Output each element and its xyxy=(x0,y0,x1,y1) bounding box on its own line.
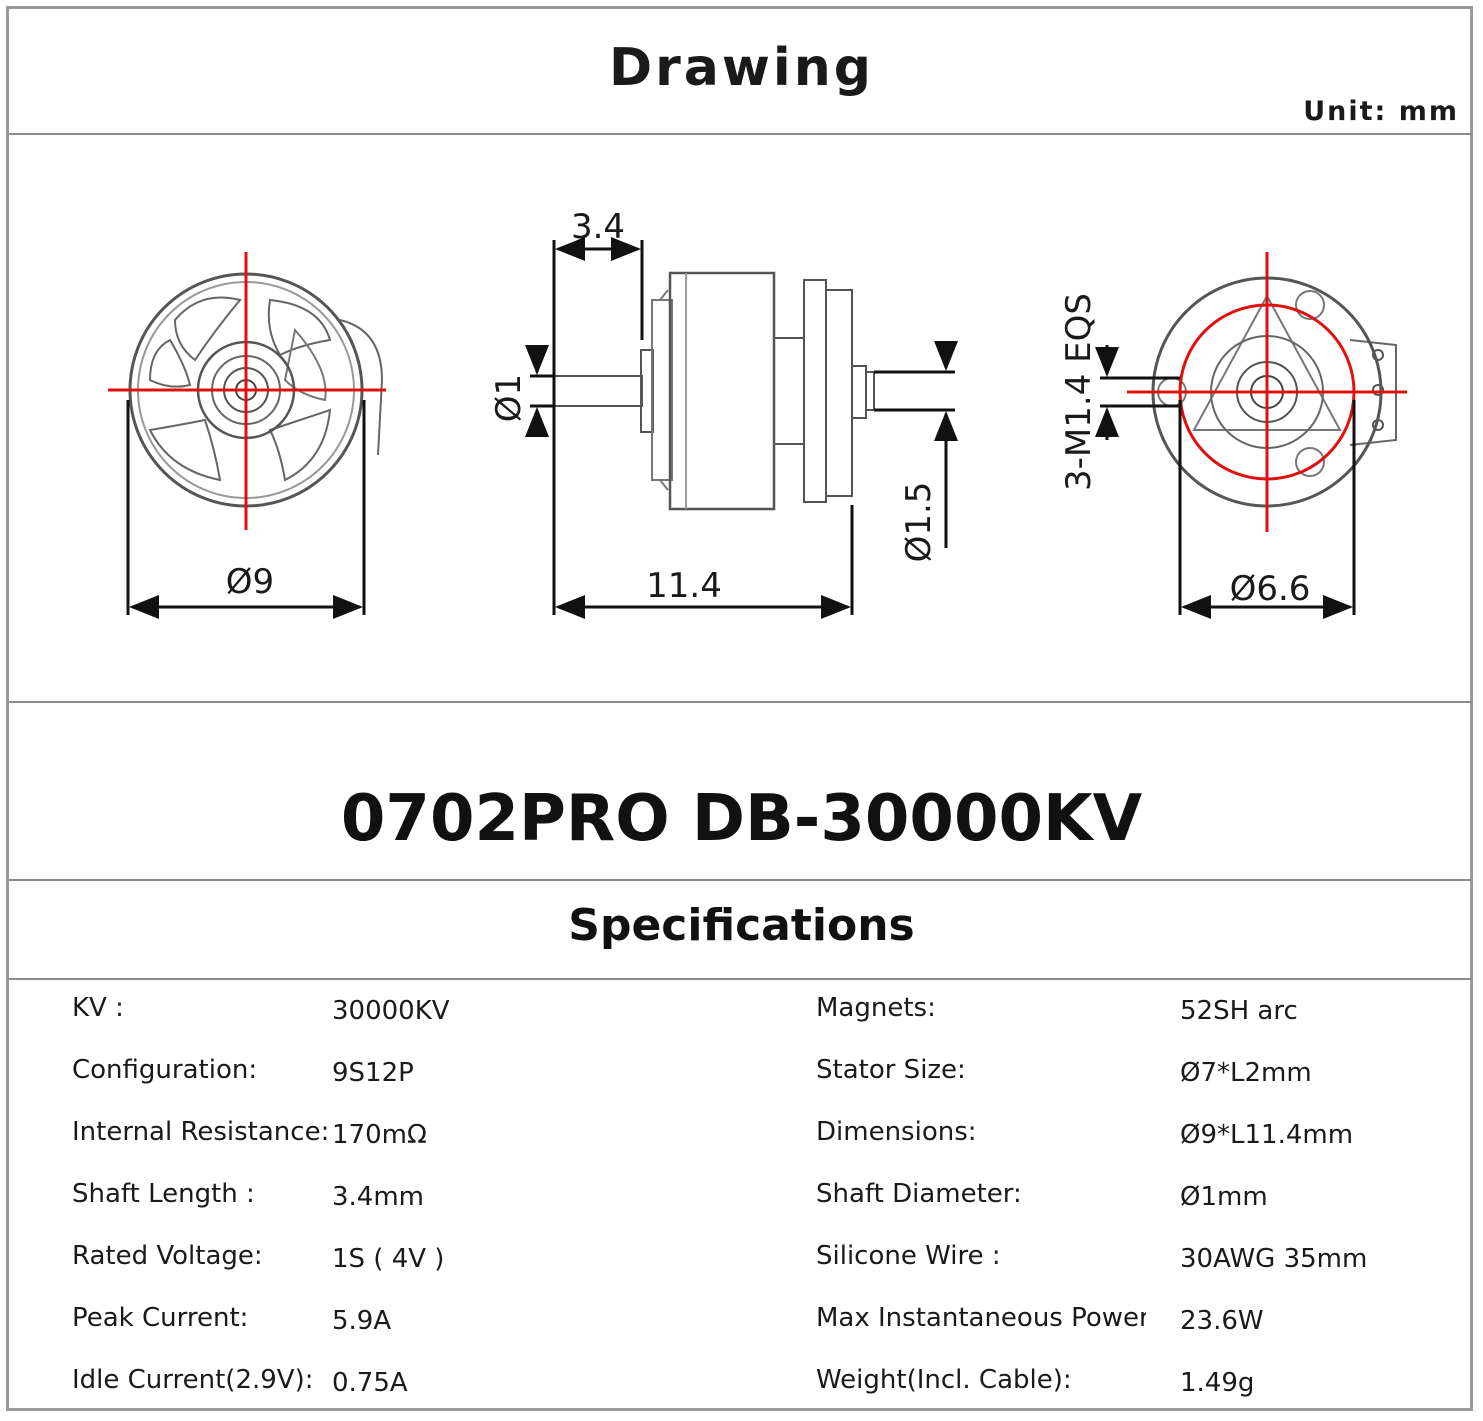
drawing-title: Drawing xyxy=(608,38,874,98)
side-dimensions xyxy=(525,237,958,619)
specs-title: Specifications xyxy=(568,900,915,951)
spec-value: 170mΩ xyxy=(332,1120,427,1150)
spec-value: 1.49g xyxy=(1180,1368,1255,1398)
spec-label: Shaft Diameter: xyxy=(816,1179,1022,1209)
spec-value: Ø7*L2mm xyxy=(1180,1058,1312,1088)
technical-drawing: Ø9 3.4 11.4 Ø1 Ø1.5 xyxy=(108,207,1407,619)
spec-label: Idle Current(2.9V): xyxy=(72,1365,314,1395)
spec-label: Peak Current: xyxy=(72,1303,249,1333)
shaft-diameter-label: Ø1 xyxy=(489,374,529,422)
unit-label: Unit: mm xyxy=(1303,96,1459,127)
spec-label: Configuration: xyxy=(72,1055,258,1085)
shaft-length-label: 3.4 xyxy=(571,207,625,247)
front-diameter-label: Ø9 xyxy=(226,562,274,602)
spec-label: Rated Voltage: xyxy=(72,1241,263,1271)
motor-length-label: 11.4 xyxy=(646,566,722,606)
model-name: 0702PRO DB-30000KV xyxy=(340,782,1143,856)
divider-specs-title xyxy=(9,978,1472,980)
front-centerlines xyxy=(108,252,386,530)
spec-label: KV : xyxy=(72,993,124,1023)
spec-label: Internal Resistance: xyxy=(72,1117,330,1147)
spec-value: 52SH arc xyxy=(1180,996,1298,1026)
spec-label: Max Instantaneous Power xyxy=(816,1303,1146,1333)
spec-label: Stator Size: xyxy=(816,1055,966,1085)
screws-label: 3-M1.4 EQS xyxy=(1059,293,1099,491)
spec-value: 23.6W xyxy=(1180,1306,1264,1336)
rear-dimensions xyxy=(1095,345,1356,619)
spec-value: Ø9*L11.4mm xyxy=(1180,1120,1354,1150)
divider-header xyxy=(9,133,1472,135)
hole-circle-label: Ø6.6 xyxy=(1230,569,1311,609)
divider-model xyxy=(9,879,1472,881)
side-view xyxy=(553,271,875,511)
spec-label: Weight(Incl. Cable): xyxy=(816,1365,1072,1395)
rear-redlines xyxy=(1127,252,1407,532)
spec-value: 30AWG 35mm xyxy=(1180,1244,1368,1274)
spec-value: 3.4mm xyxy=(332,1182,425,1212)
spec-label: Dimensions: xyxy=(816,1117,977,1147)
base-diameter-label: Ø1.5 xyxy=(899,482,939,563)
spec-label: Shaft Length : xyxy=(72,1179,255,1209)
spec-value: 0.75A xyxy=(332,1368,408,1398)
front-dimension xyxy=(126,400,366,619)
spec-value: 1S ( 4V ) xyxy=(332,1244,445,1274)
outer-frame xyxy=(6,6,1473,1411)
spec-label: Magnets: xyxy=(816,993,936,1023)
spec-value: 5.9A xyxy=(332,1306,392,1336)
spec-label: Silicone Wire : xyxy=(816,1241,1001,1271)
spec-value: 9S12P xyxy=(332,1058,414,1088)
spec-value: 30000KV xyxy=(332,996,450,1026)
divider-drawing xyxy=(9,701,1472,703)
spec-value: Ø1mm xyxy=(1180,1182,1268,1212)
front-wire-tab xyxy=(339,319,384,456)
